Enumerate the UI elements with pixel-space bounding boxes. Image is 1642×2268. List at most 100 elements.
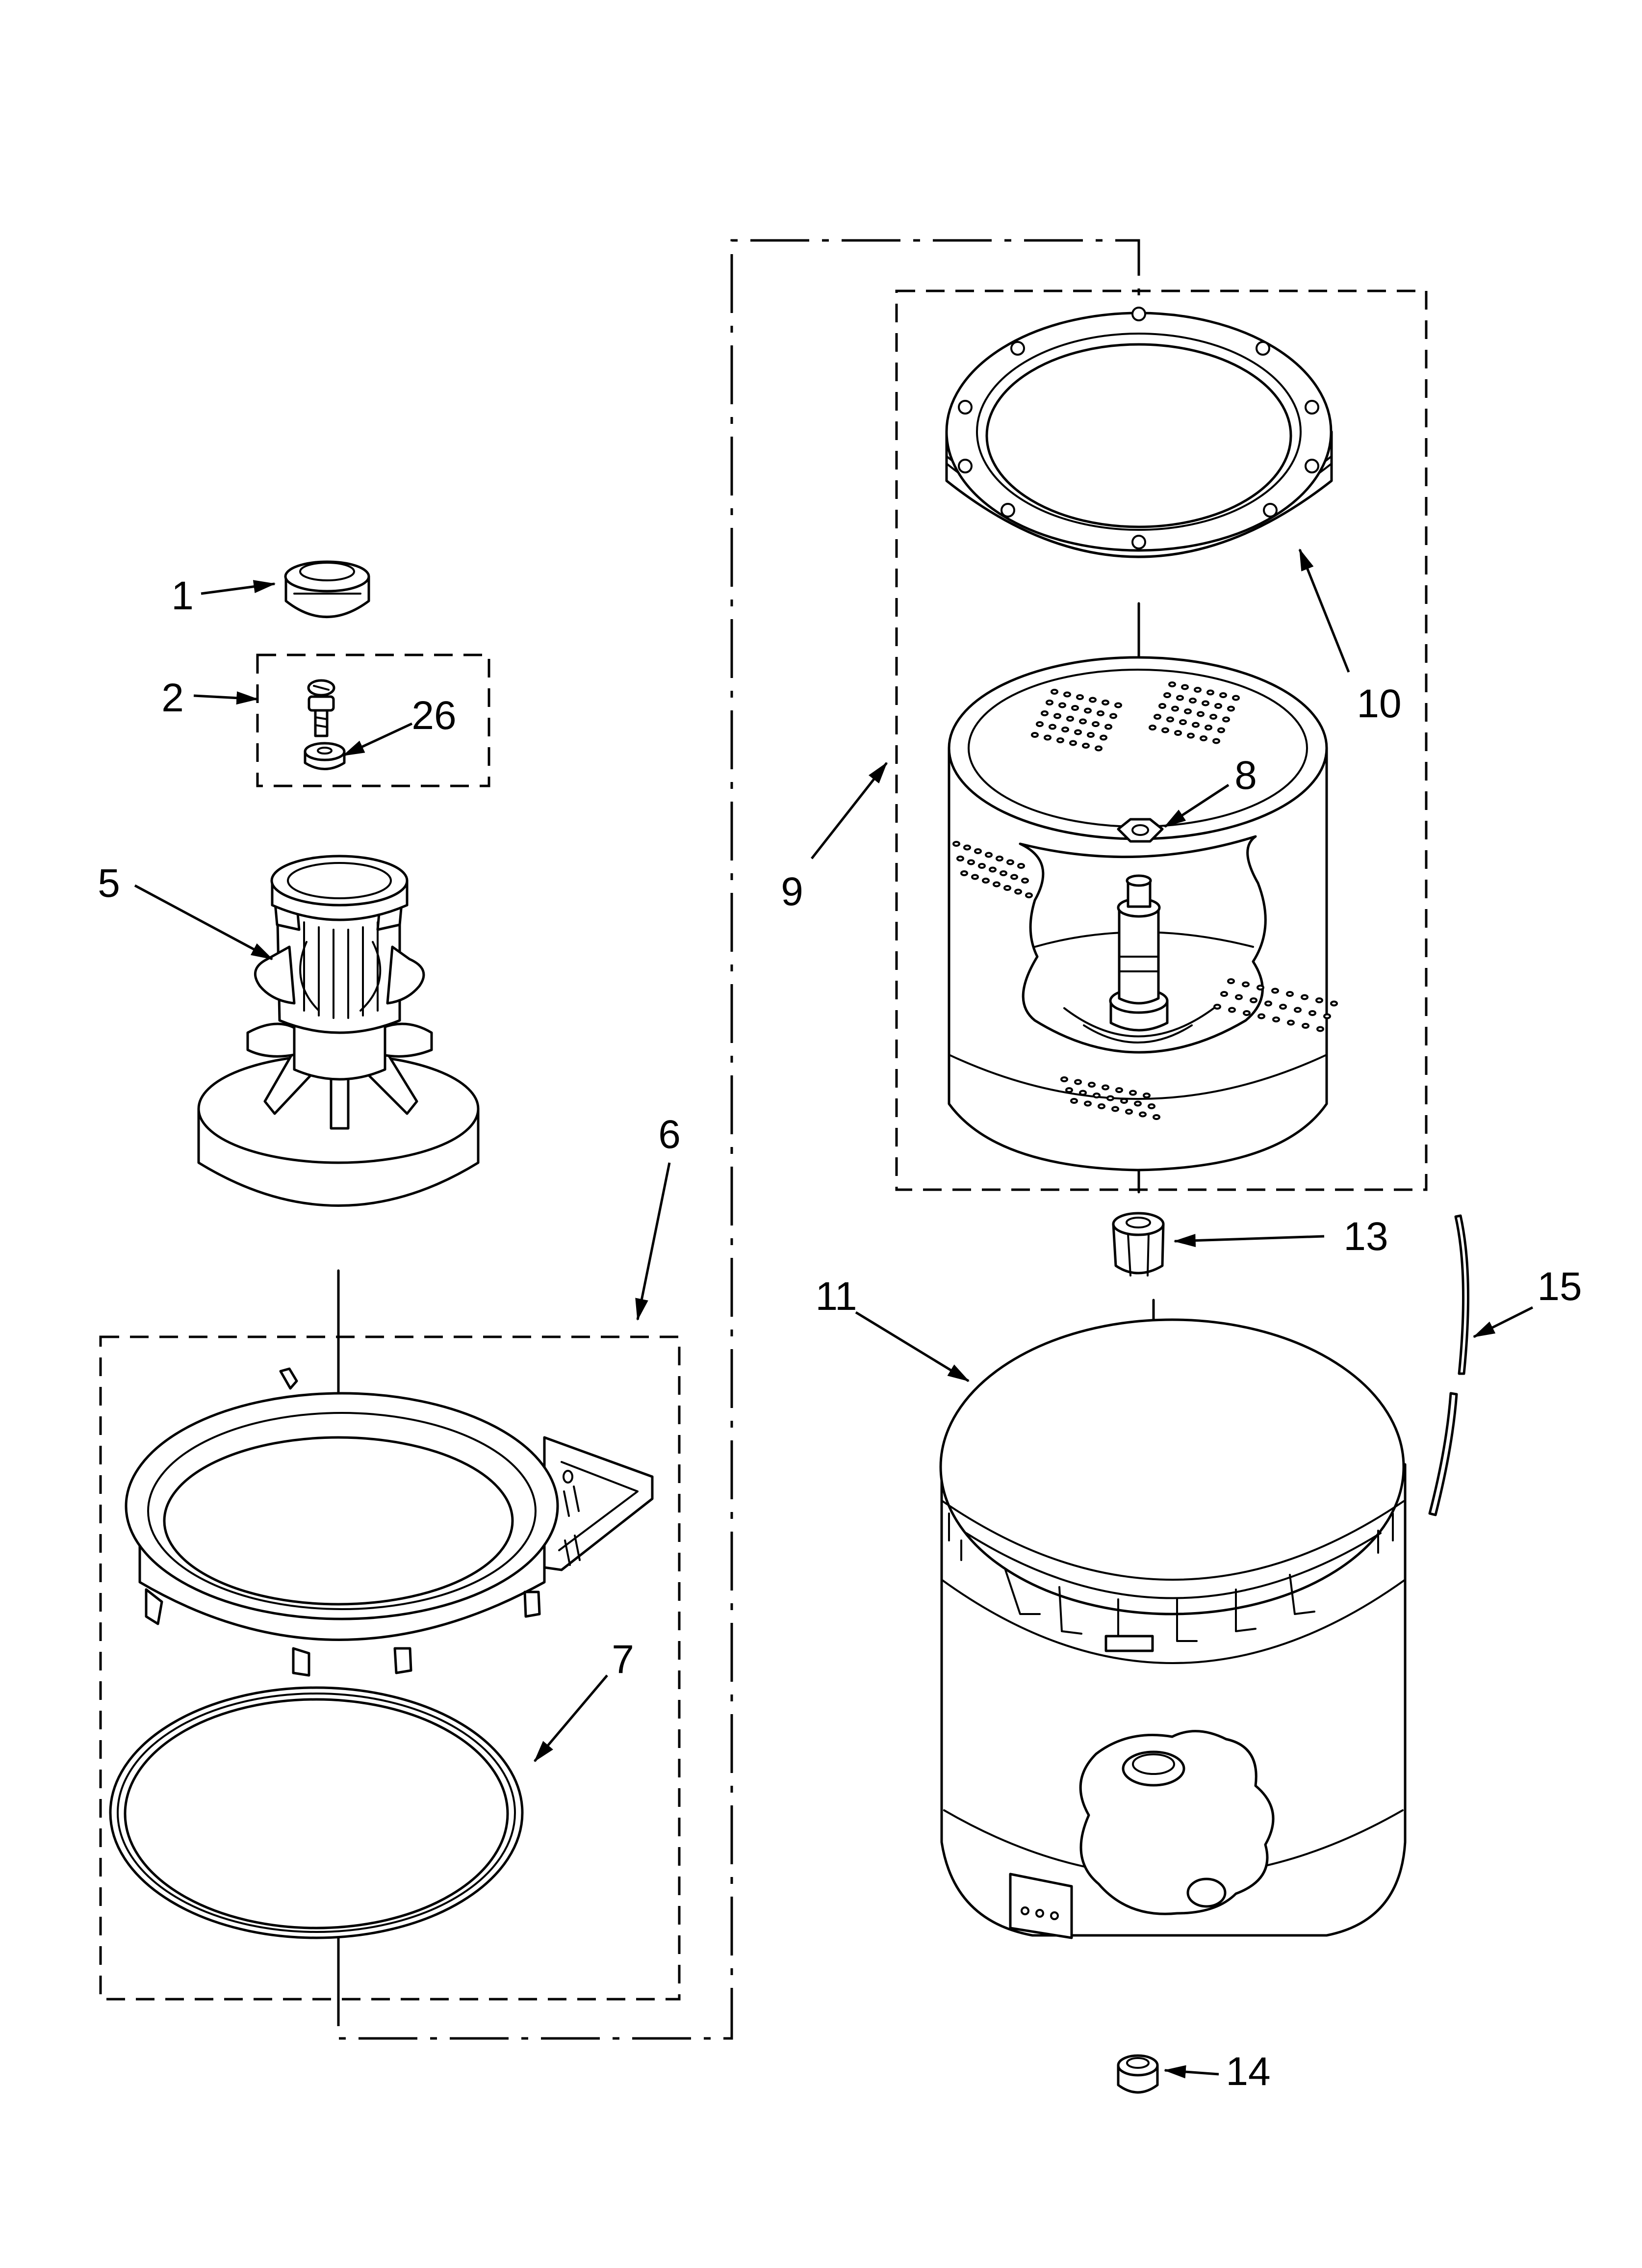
perforation-hole	[1189, 698, 1197, 704]
perforation-hole	[989, 866, 997, 873]
perforation-hole	[978, 863, 986, 869]
part-2-bolt	[307, 679, 335, 737]
callout-5: 5	[98, 861, 120, 906]
perforation-hole	[1088, 1082, 1096, 1088]
perforation-hole	[1071, 705, 1079, 711]
callout-26: 26	[411, 693, 456, 738]
leader-1	[201, 580, 276, 595]
perforation-hole	[1092, 721, 1100, 727]
perforation-hole	[1243, 1010, 1251, 1016]
perforation-hole	[1053, 713, 1061, 719]
perforation-hole	[996, 856, 1003, 861]
perforation-hole	[952, 841, 960, 847]
group-box-6-7	[99, 1335, 681, 2001]
perforation-hole	[1202, 700, 1209, 706]
leader-26	[342, 722, 413, 757]
part-14-plug	[1117, 2054, 1159, 2094]
perforation-hole	[1168, 681, 1176, 687]
part-8-hub-nut	[1117, 818, 1164, 843]
perforation-hole	[1315, 997, 1323, 1003]
perforation-hole	[1176, 695, 1184, 701]
part-26-washer	[304, 742, 346, 770]
perforation-hole	[1104, 724, 1112, 730]
perforation-hole	[993, 881, 1001, 887]
perforation-hole	[1179, 719, 1187, 725]
perforation-hole	[1120, 1098, 1128, 1104]
perforation-hole	[1069, 740, 1077, 746]
perforation-hole	[974, 848, 982, 854]
perforation-hole	[1166, 716, 1174, 723]
perforation-hole	[1109, 713, 1117, 719]
leader-11	[855, 1311, 970, 1382]
perforation-hole	[1139, 1111, 1147, 1118]
perforation-hole	[1217, 727, 1225, 733]
perforation-hole	[1271, 988, 1279, 994]
perforation-hole	[1148, 1103, 1155, 1109]
perforation-hole	[1205, 725, 1212, 730]
leader-2	[193, 691, 259, 705]
perforation-hole	[1192, 722, 1200, 728]
callout-9: 9	[781, 869, 803, 914]
perforation-hole	[1174, 730, 1182, 736]
perforation-hole	[1287, 1019, 1295, 1026]
perforation-hole	[1206, 689, 1214, 696]
perforation-hole	[967, 859, 975, 865]
perforation-hole	[1257, 1013, 1265, 1019]
perforation-hole	[1302, 1023, 1309, 1029]
callout-13: 13	[1343, 1214, 1388, 1259]
perforation-hole	[1250, 997, 1257, 1003]
perforation-hole	[1079, 1090, 1087, 1096]
leader-10	[1298, 548, 1350, 673]
perforation-hole	[1014, 888, 1022, 895]
perforation-hole	[1098, 1103, 1105, 1109]
perforation-hole	[1187, 732, 1195, 739]
perforation-hole	[1125, 1109, 1133, 1115]
perforation-hole	[1066, 716, 1074, 722]
part-10-balance-ring	[945, 307, 1333, 558]
leader-13	[1173, 1234, 1325, 1248]
perforation-hole	[1129, 1090, 1137, 1096]
perforation-hole	[1214, 703, 1222, 709]
perforation-hole	[1079, 718, 1087, 725]
callout-11: 11	[815, 1274, 857, 1319]
perforation-hole	[1074, 1079, 1082, 1085]
perforation-hole	[1061, 727, 1069, 732]
leader-8	[1164, 783, 1230, 828]
perforation-hole	[1286, 991, 1294, 997]
part-13-drive-block	[1112, 1212, 1165, 1277]
perforation-hole	[1056, 737, 1064, 743]
callout-8: 8	[1234, 753, 1257, 798]
perforation-hole	[1143, 1093, 1151, 1098]
perforation-hole	[1294, 1007, 1302, 1013]
perforation-hole	[1308, 1010, 1316, 1016]
perforation-hole	[1213, 1004, 1221, 1010]
perforation-hole	[1232, 695, 1240, 701]
perforation-hole	[960, 870, 968, 876]
perforation-hole	[1228, 1007, 1236, 1013]
perforation-hole	[1181, 684, 1189, 690]
perforation-hole	[1070, 1098, 1078, 1104]
callout-10: 10	[1357, 681, 1401, 726]
perforation-hole	[1197, 711, 1205, 717]
perforation-hole	[1222, 716, 1230, 723]
part-5-agitator	[197, 855, 480, 1207]
perforation-hole	[1074, 729, 1082, 735]
perforation-hole	[1031, 732, 1039, 738]
perforation-hole	[1063, 691, 1071, 698]
part-6-tub-ring	[125, 1367, 654, 1677]
perforation-hole	[963, 844, 971, 851]
perforation-hole	[1235, 994, 1243, 1000]
callout-15: 15	[1537, 1264, 1582, 1309]
perforation-hole	[1006, 859, 1014, 865]
perforation-hole	[1095, 745, 1103, 752]
part-7-seal-ring	[109, 1686, 524, 1939]
perforation-hole	[985, 852, 993, 858]
perforation-hole	[1097, 710, 1104, 716]
perforation-hole	[1106, 1095, 1114, 1101]
perforation-hole	[1058, 702, 1066, 708]
perforation-hole	[1242, 981, 1250, 988]
perforation-hole	[1316, 1026, 1324, 1032]
perforation-hole	[982, 878, 990, 884]
perforation-hole	[1046, 700, 1053, 705]
